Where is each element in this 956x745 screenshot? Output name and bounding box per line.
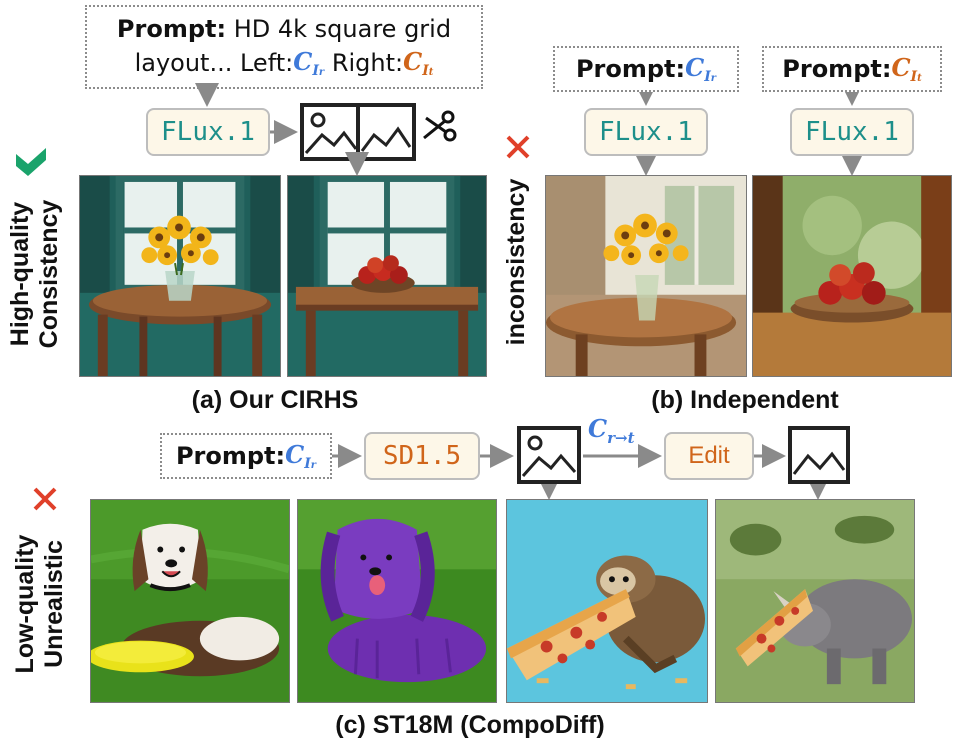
panel-a-flux-node: FLux.1 bbox=[146, 108, 270, 156]
panel-a-prompt-label: Prompt: bbox=[116, 14, 227, 43]
photo-sunflower-vase-teal bbox=[79, 175, 281, 377]
image-icon bbox=[517, 426, 581, 484]
cross-icon bbox=[505, 134, 531, 160]
panel-a-prompt-text-1: HD 4k square grid bbox=[233, 14, 452, 43]
scissors-icon bbox=[420, 108, 460, 148]
photo-apple-bowl-garden bbox=[752, 175, 952, 377]
panel-b-prompt-left: Prompt: CIr bbox=[553, 46, 739, 92]
panel-c-caption: (c) ST18M (CompoDiff) bbox=[335, 711, 605, 739]
panel-c-condition-label: Cr→t bbox=[588, 414, 635, 447]
photo-apple-bowl-teal bbox=[287, 175, 487, 377]
cross-icon-c bbox=[32, 486, 58, 512]
panel-c-ci-r-symbol: CIr bbox=[285, 439, 317, 473]
panel-c-side-label: Low-quality Unrealistic bbox=[11, 534, 68, 674]
panel-b-prompt-right: Prompt: CIt bbox=[762, 46, 942, 92]
image-icon-output bbox=[788, 426, 850, 484]
panel-a-prompt-text-3: Right: bbox=[331, 48, 404, 77]
panel-a-side-label: High-quality Consistency bbox=[6, 199, 63, 349]
photo-rhino-pizza bbox=[715, 499, 915, 703]
photo-sunflower-vase-sunny bbox=[545, 175, 747, 377]
photo-sloth-pizza bbox=[506, 499, 708, 703]
panel-b-ci-r-symbol: CIr bbox=[685, 52, 717, 86]
panel-b-caption: (b) Independent bbox=[651, 386, 839, 414]
panel-a-prompt-box: Prompt: HD 4k square grid layout... Left… bbox=[85, 5, 483, 89]
photo-dog-frisbee bbox=[90, 499, 290, 703]
photo-purple-dog bbox=[297, 499, 497, 703]
panel-c-sd15-node: SD1.5 bbox=[364, 432, 480, 480]
ci-r-symbol: CIr bbox=[293, 46, 325, 80]
panel-b-flux-node-left: FLux.1 bbox=[584, 108, 708, 156]
panel-b-side-label: inconsistency bbox=[502, 178, 530, 346]
ci-t-symbol: CIt bbox=[403, 46, 434, 80]
check-icon bbox=[14, 146, 48, 176]
panel-a-caption: (a) Our CIRHS bbox=[191, 386, 359, 414]
panel-a-prompt-text-2: layout... Left: bbox=[134, 48, 294, 77]
panel-c-prompt-box: Prompt: CIr bbox=[160, 433, 332, 479]
split-image-icon bbox=[300, 103, 416, 161]
panel-c-edit-node: Edit bbox=[664, 432, 754, 480]
panel-b-flux-node-right: FLux.1 bbox=[790, 108, 914, 156]
panel-b-ci-t-symbol: CIt bbox=[891, 52, 922, 86]
